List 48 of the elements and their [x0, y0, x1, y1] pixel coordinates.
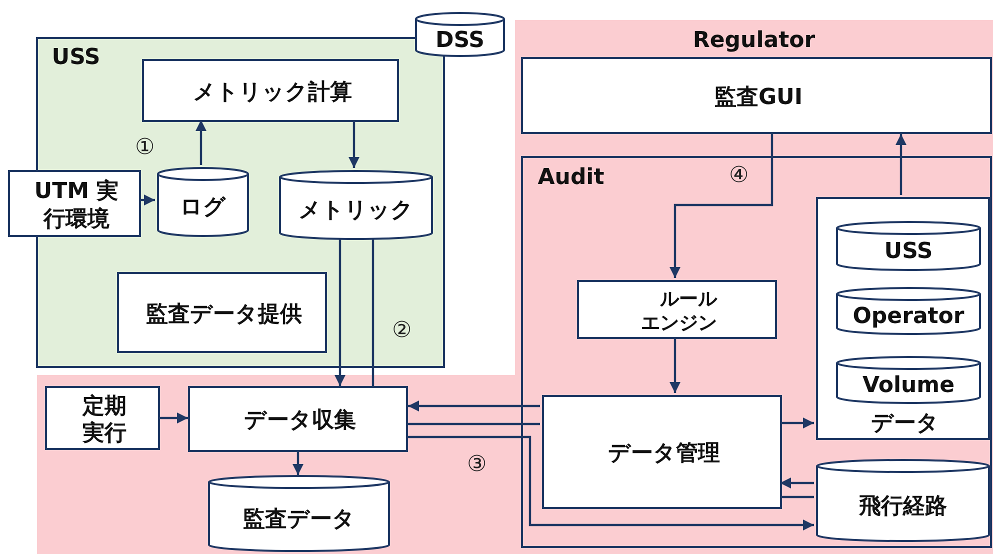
arrow [408, 436, 814, 530]
callout-number: ① [135, 135, 155, 160]
process-box [188, 386, 408, 452]
process-box [521, 57, 992, 134]
arrow [141, 194, 155, 206]
arrow [292, 452, 304, 475]
callout-number: ③ [467, 452, 487, 477]
box-label: メトリック [298, 197, 414, 225]
region-panel [37, 20, 993, 554]
arrow [670, 337, 680, 393]
box-label: データ [871, 410, 939, 438]
arrow [196, 120, 206, 165]
box-label: メトリック計算 [193, 78, 352, 106]
box-label: Volume [862, 372, 954, 400]
box-label: データ管理 [608, 440, 720, 468]
data-store-box [816, 197, 990, 440]
box-label: UTM 実行環境 [33, 178, 120, 233]
box-label: USS [884, 238, 933, 266]
box-label: データ収集 [244, 407, 356, 435]
box-label: ルールエンジン [640, 288, 718, 336]
arrow [780, 418, 814, 428]
box-label: 監査GUI [714, 84, 803, 112]
arrow [348, 120, 360, 168]
arrow [896, 134, 906, 195]
box-label: USS [52, 44, 100, 72]
callout-number: ④ [729, 163, 749, 188]
arrow [334, 238, 346, 386]
process-box [142, 59, 399, 122]
box-label: Operator [852, 303, 964, 331]
arrow [160, 412, 188, 424]
process-box [45, 386, 160, 450]
box-label: Audit [538, 164, 604, 192]
process-box [542, 395, 782, 509]
arrow [408, 400, 540, 412]
box-label: Regulator [692, 27, 816, 55]
process-box [8, 170, 141, 237]
box-label: DSS [436, 26, 484, 54]
group-panel [521, 156, 992, 548]
arrow [670, 134, 774, 278]
box-label: 監査データ提供 [146, 300, 302, 328]
box-label: ログ [180, 194, 226, 222]
process-box [577, 280, 777, 339]
callout-number: ② [392, 318, 412, 343]
arrow [780, 478, 814, 488]
box-label: 飛行経路 [859, 492, 947, 520]
box-label: 監査データ [243, 506, 355, 534]
process-box [117, 272, 327, 353]
box-label: 定期実行 [81, 392, 128, 448]
